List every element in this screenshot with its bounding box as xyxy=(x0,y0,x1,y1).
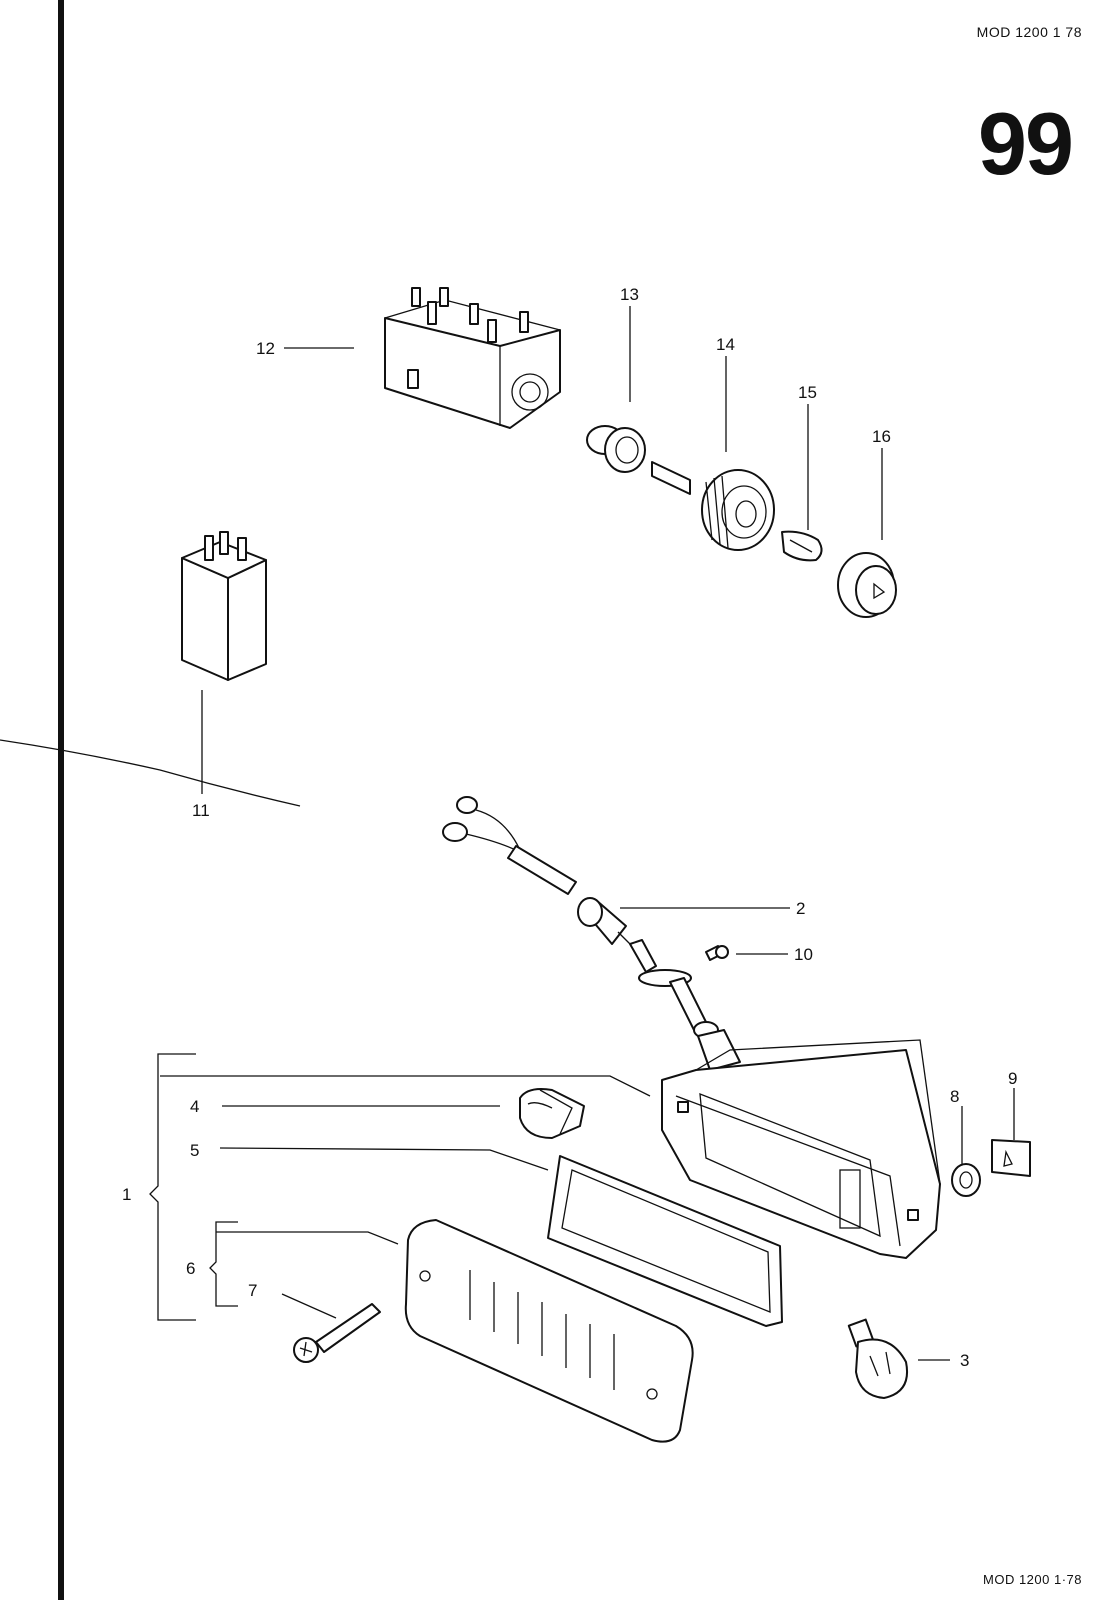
callout-11: 11 xyxy=(192,801,210,820)
callout-13: 13 xyxy=(620,285,639,304)
callout-12: 12 xyxy=(256,339,275,358)
part-4-socket-clip xyxy=(519,1088,585,1139)
callout-7: 7 xyxy=(248,1281,257,1300)
callout-10: 10 xyxy=(794,945,813,964)
callout-9: 9 xyxy=(1008,1069,1017,1088)
part-11-flasher-relay xyxy=(0,531,301,807)
part-9-clip xyxy=(991,1139,1031,1177)
part-10-screw-and-cable xyxy=(629,939,741,1071)
callout-8: 8 xyxy=(950,1087,959,1106)
part-13-cap xyxy=(586,425,646,473)
part-7-screw xyxy=(293,1303,381,1363)
part-5-gasket xyxy=(547,1155,783,1327)
binding-edge-line xyxy=(58,0,64,1600)
callout-4: 4 xyxy=(190,1097,199,1116)
leader-lines xyxy=(149,306,1015,1361)
callout-1: 1 xyxy=(122,1185,131,1204)
callout-14: 14 xyxy=(716,335,735,354)
callout-15: 15 xyxy=(798,383,817,402)
part-3-bulb xyxy=(847,1318,908,1399)
callout-numbers: 1 2 3 4 5 6 7 8 9 10 11 12 13 14 15 16 xyxy=(122,285,1017,1370)
part-8-washer xyxy=(951,1163,981,1197)
part-15-small-bulb xyxy=(781,530,823,562)
part-6-lens xyxy=(404,1219,694,1443)
indicator-housing xyxy=(661,1039,941,1259)
header-model-code: MOD 1200 1 78 xyxy=(976,24,1082,40)
part-16-knob xyxy=(837,552,897,618)
callout-16: 16 xyxy=(872,427,891,446)
callout-6: 6 xyxy=(186,1259,195,1278)
footer-model-code: MOD 1200 1·78 xyxy=(983,1572,1082,1587)
part-12-switch-housing xyxy=(384,287,561,429)
page-number: 99 xyxy=(978,94,1074,193)
callout-3: 3 xyxy=(960,1351,969,1370)
part-14-knurled-holder xyxy=(651,461,775,551)
part-2-grommet xyxy=(577,897,633,947)
callout-5: 5 xyxy=(190,1141,199,1160)
callout-2: 2 xyxy=(796,899,805,918)
wire-lead xyxy=(442,796,577,895)
